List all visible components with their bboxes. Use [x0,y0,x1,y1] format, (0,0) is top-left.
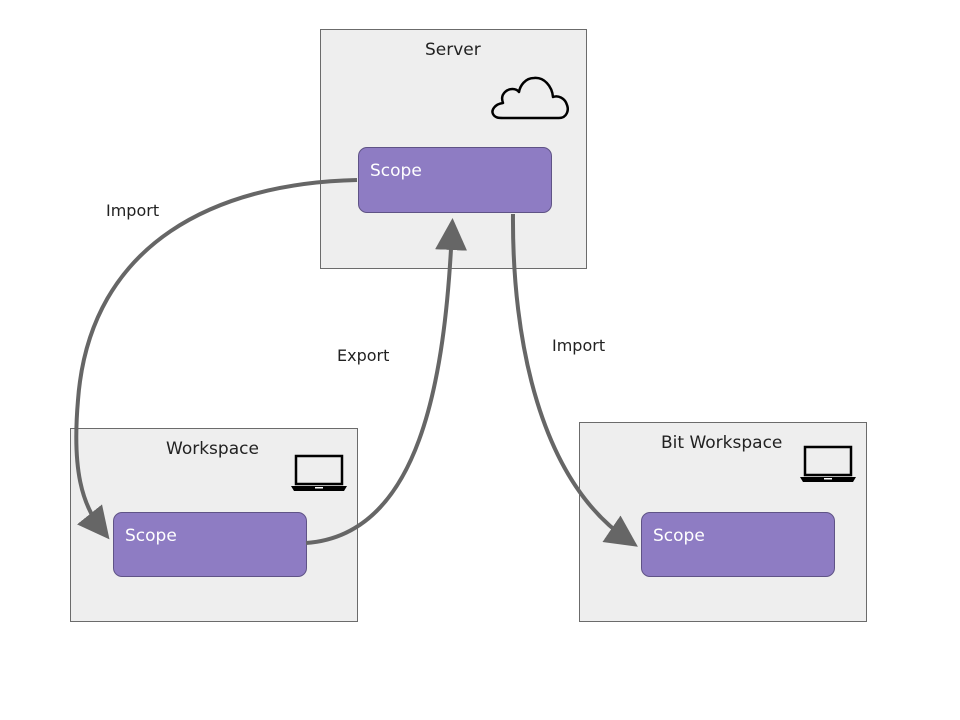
cloud-icon [491,76,569,120]
workspace-scope-label: Scope [125,526,177,546]
bit-workspace-title: Bit Workspace [661,433,783,453]
export-label: Export [337,346,390,365]
bit-workspace-scope-box[interactable]: Scope [641,512,835,577]
import-label-right: Import [552,336,606,355]
server-scope-label: Scope [370,161,422,181]
laptop-icon [291,454,347,491]
workspace-scope-box[interactable]: Scope [113,512,307,577]
server-container: Server Scope [320,29,587,269]
import-label-left: Import [106,201,160,220]
workspace-container: Workspace Scope [70,428,358,622]
server-scope-box[interactable]: Scope [358,147,552,213]
bit-workspace-scope-label: Scope [653,526,705,546]
workspace-title: Workspace [166,439,259,459]
laptop-icon [800,445,856,482]
server-title: Server [425,40,481,60]
bit-workspace-container: Bit Workspace Scope [579,422,867,622]
